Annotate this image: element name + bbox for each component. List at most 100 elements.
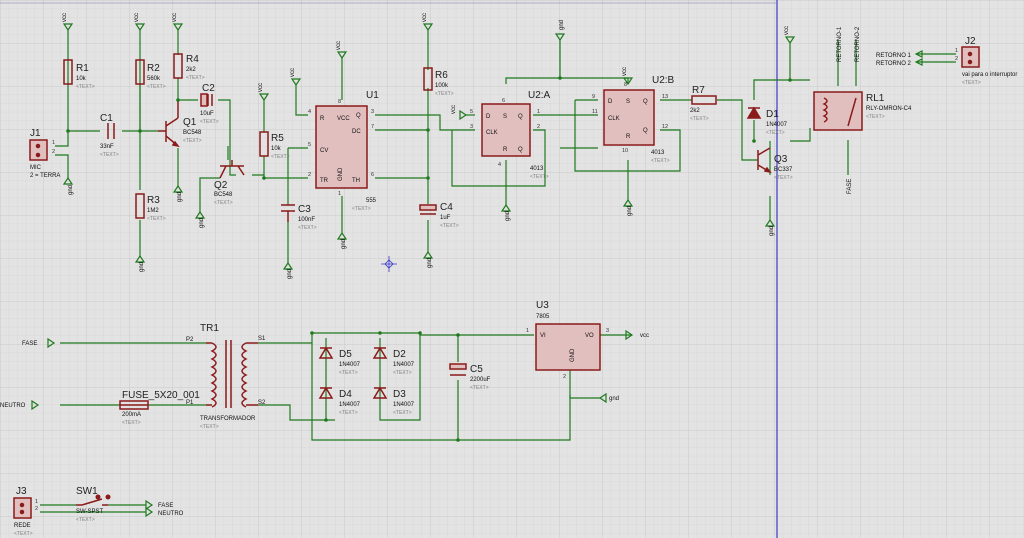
- transistor-q2[interactable]: Q2 BC548 <TEXT>: [214, 160, 245, 206]
- svg-text:R1: R1: [76, 63, 89, 74]
- connector-j3[interactable]: J3 12 REDE <TEXT>: [13, 486, 38, 537]
- diode-d1[interactable]: D1 1N4007 <TEXT>: [746, 106, 788, 136]
- svg-text:SW-SPST: SW-SPST: [76, 509, 104, 515]
- svg-text:<TEXT>: <TEXT>: [200, 424, 219, 430]
- svg-text:560k: 560k: [147, 76, 161, 82]
- gnd-symbol: gnd: [282, 261, 294, 279]
- relay-rl1[interactable]: RL1 RLY-OMRON-C4 <TEXT> RETORNO-1 RETORN…: [813, 26, 912, 194]
- vcc-symbol: vcc: [622, 67, 634, 86]
- svg-text:1M2: 1M2: [147, 208, 159, 214]
- svg-text:U1: U1: [366, 90, 379, 101]
- svg-text:7: 7: [371, 124, 374, 130]
- svg-text:vcc: vcc: [451, 105, 457, 114]
- svg-text:8: 8: [338, 99, 341, 105]
- svg-text:Q: Q: [643, 128, 648, 134]
- capacitor-c5[interactable]: C5 2200uF <TEXT>: [449, 363, 491, 391]
- svg-text:gnd: gnd: [287, 269, 293, 279]
- svg-text:gnd: gnd: [505, 211, 511, 221]
- vcc-symbol: vcc: [784, 26, 796, 45]
- resistor-r5[interactable]: R5 10k <TEXT>: [259, 131, 290, 160]
- svg-text:REDE: REDE: [14, 523, 31, 529]
- svg-text:<TEXT>: <TEXT>: [435, 91, 454, 97]
- svg-text:TRANSFORMADOR: TRANSFORMADOR: [200, 416, 256, 422]
- connector-j1[interactable]: J1 12 MIC 2 = TERRA: [29, 128, 60, 179]
- svg-text:R5: R5: [271, 133, 284, 144]
- svg-text:<TEXT>: <TEXT>: [651, 158, 670, 164]
- vcc-symbol: vcc: [422, 13, 434, 32]
- svg-text:2200uF: 2200uF: [470, 377, 491, 383]
- vcc-symbol: vcc: [451, 105, 468, 121]
- transistor-q3[interactable]: Q3 BC337 <TEXT>: [757, 147, 793, 181]
- resistor-r1[interactable]: R1 10k <TEXT>: [63, 59, 95, 90]
- svg-text:<TEXT>: <TEXT>: [393, 370, 412, 376]
- svg-text:VCC: VCC: [337, 116, 350, 122]
- svg-text:3: 3: [606, 328, 609, 334]
- connector-j2[interactable]: J2 12 vai para o interruptor <TEXT> RETO…: [876, 36, 1017, 86]
- svg-text:5: 5: [308, 142, 311, 148]
- junctions: [66, 76, 792, 442]
- svg-text:Q2: Q2: [214, 180, 228, 191]
- svg-text:RETORNO-1: RETORNO-1: [837, 26, 843, 62]
- fuse[interactable]: FUSE_5X20_001 200mA <TEXT>: [119, 390, 200, 426]
- svg-text:VI: VI: [540, 333, 546, 339]
- svg-text:RETORNO 2: RETORNO 2: [876, 61, 912, 67]
- svg-text:FASE: FASE: [847, 179, 853, 194]
- svg-text:10k: 10k: [271, 146, 282, 152]
- diode-d4[interactable]: D4 1N4007 <TEXT>: [318, 386, 361, 416]
- svg-text:<TEXT>: <TEXT>: [214, 200, 233, 206]
- svg-text:gnd: gnd: [139, 262, 145, 272]
- transistor-q1[interactable]: Q1 BC548 <TEXT>: [158, 100, 202, 148]
- svg-text:<TEXT>: <TEXT>: [352, 206, 371, 212]
- net-fase-output: FASE: [145, 499, 173, 511]
- svg-text:gnd: gnd: [68, 185, 74, 195]
- svg-text:gnd: gnd: [559, 20, 565, 30]
- svg-text:<TEXT>: <TEXT>: [14, 531, 33, 537]
- svg-text:9: 9: [592, 94, 595, 100]
- svg-text:FASE: FASE: [22, 341, 37, 347]
- svg-text:gnd: gnd: [427, 258, 433, 268]
- svg-text:RETORNO 1: RETORNO 1: [876, 53, 912, 59]
- svg-text:NEUTRO: NEUTRO: [158, 511, 184, 517]
- resistor-r7[interactable]: R7 2k2 <TEXT>: [690, 85, 717, 122]
- svg-text:TR1: TR1: [200, 323, 219, 334]
- svg-text:R6: R6: [435, 70, 448, 81]
- svg-text:gnd: gnd: [341, 239, 347, 249]
- diode-d2[interactable]: D2 1N4007 <TEXT>: [372, 346, 415, 376]
- svg-text:U2:B: U2:B: [652, 75, 675, 86]
- svg-text:BC337: BC337: [774, 167, 793, 173]
- svg-text:13: 13: [662, 94, 668, 100]
- resistor-r2[interactable]: R2 560k <TEXT>: [135, 59, 166, 90]
- svg-text:2k2: 2k2: [690, 108, 700, 114]
- svg-text:U2:A: U2:A: [528, 90, 551, 101]
- vcc-symbol: vcc: [62, 13, 74, 32]
- svg-text:3: 3: [470, 124, 473, 130]
- svg-text:S2: S2: [258, 400, 266, 406]
- capacitor-c4[interactable]: C4 1uF <TEXT>: [419, 202, 459, 229]
- svg-text:1N4007: 1N4007: [339, 362, 361, 368]
- svg-text:U3: U3: [536, 300, 549, 311]
- resistor-r4[interactable]: R4 2k2 <TEXT>: [173, 53, 205, 81]
- svg-text:RL1: RL1: [866, 93, 885, 104]
- diode-d5[interactable]: D5 1N4007 <TEXT>: [318, 346, 361, 376]
- svg-text:J1: J1: [30, 128, 41, 139]
- ic-u1-555[interactable]: U1 R VCC CV DC Q TR GND TH 452 376 81 55…: [308, 90, 379, 212]
- net-neutro-input: NEUTRO: [0, 399, 40, 411]
- transformer-tr1[interactable]: TR1 P2 P1 S1 S2 TRANSFORMADOR <TEXT>: [186, 323, 266, 430]
- ic-u2a-4013[interactable]: U2:A D S Q CLK R Q 53 12 64 4013 <TEXT>: [470, 90, 551, 180]
- svg-text:Q: Q: [643, 99, 648, 105]
- capacitor-c2[interactable]: C2 10uF <TEXT>: [200, 83, 219, 125]
- capacitor-c1[interactable]: C1 33nF <TEXT>: [100, 113, 119, 158]
- resistor-r6[interactable]: R6 100k <TEXT>: [423, 67, 454, 97]
- svg-text:vcc: vcc: [290, 68, 296, 77]
- diode-d3[interactable]: D3 1N4007 <TEXT>: [372, 386, 415, 416]
- svg-text:1N4007: 1N4007: [766, 122, 788, 128]
- svg-text:SW1: SW1: [76, 486, 98, 497]
- capacitor-c3[interactable]: C3 100nF <TEXT>: [281, 204, 317, 231]
- svg-text:<TEXT>: <TEXT>: [271, 154, 290, 160]
- svg-text:D1: D1: [766, 109, 779, 120]
- switch-sw1[interactable]: SW1 SW-SPST <TEXT>: [76, 486, 111, 523]
- resistor-r3[interactable]: R3 1M2 <TEXT>: [135, 193, 166, 222]
